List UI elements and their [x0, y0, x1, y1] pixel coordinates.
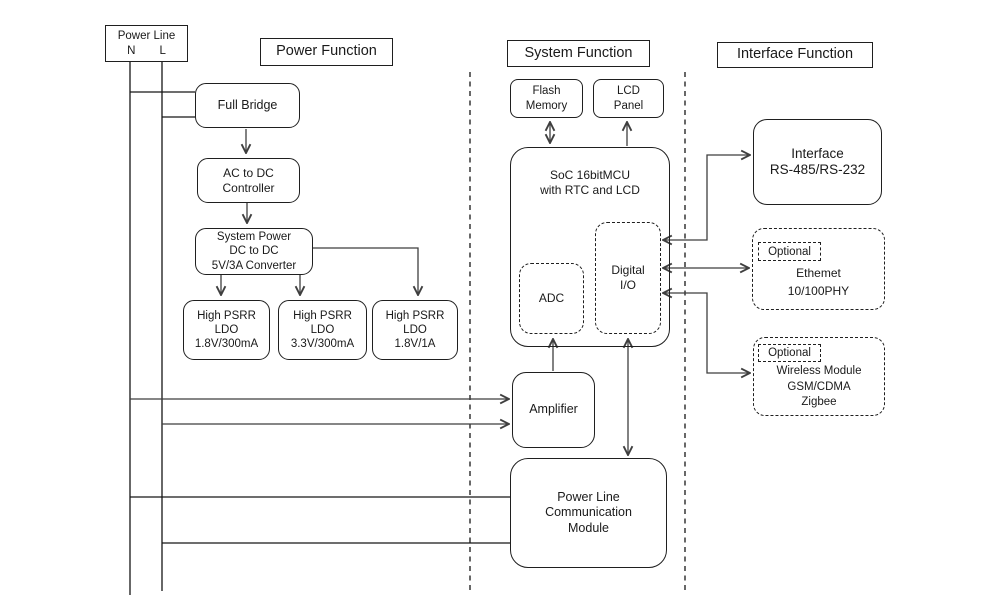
ethernet-optional-tag: Optional: [758, 242, 821, 261]
plc-module-block: Power Line Communication Module: [510, 458, 667, 568]
ethernet-label: Ethemet 10/100PHY: [787, 266, 850, 298]
ethernet-block: Optional Ethemet 10/100PHY: [752, 228, 885, 310]
flash-memory-block: Flash Memory: [510, 79, 583, 118]
system-power-converter-block: System Power DC to DC 5V/3A Converter: [195, 228, 313, 275]
digital-io-block: Digital I/O: [595, 222, 661, 334]
full-bridge-block: Full Bridge: [195, 83, 300, 128]
wire-digitalio-wireless: [663, 293, 750, 373]
power-line-source-box: Power Line N L: [105, 25, 188, 62]
wireless-module-block: Optional Wireless Module GSM/CDMA Zigbee: [753, 337, 885, 416]
amplifier-block: Amplifier: [512, 372, 595, 448]
line-label: L: [159, 44, 166, 57]
lcd-panel-block: LCD Panel: [593, 79, 664, 118]
soc-block: SoC 16bitMCU with RTC and LCD: [510, 147, 670, 347]
power-line-title: Power Line: [117, 30, 176, 42]
section-header-system: System Function: [507, 40, 650, 67]
neutral-label: N: [127, 44, 136, 57]
wire-digitalio-rs485: [663, 155, 750, 240]
ac-dc-controller-block: AC to DC Controller: [197, 158, 300, 203]
interface-rs485-rs232-block: Interface RS-485/RS-232: [753, 119, 882, 205]
wireless-optional-tag: Optional: [758, 344, 821, 362]
section-header-interface: Interface Function: [717, 42, 873, 68]
section-header-power: Power Function: [260, 38, 393, 66]
wire-syspower-ldo3: [313, 247, 418, 295]
adc-block: ADC: [519, 263, 584, 334]
ldo-3v3-300ma-block: High PSRR LDO 3.3V/300mA: [278, 300, 367, 360]
wireless-label: Wireless Module GSM/CDMA Zigbee: [776, 365, 862, 408]
ldo-1v8-1a-block: High PSRR LDO 1.8V/1A: [372, 300, 458, 360]
ldo-1v8-300ma-block: High PSRR LDO 1.8V/300mA: [183, 300, 270, 360]
